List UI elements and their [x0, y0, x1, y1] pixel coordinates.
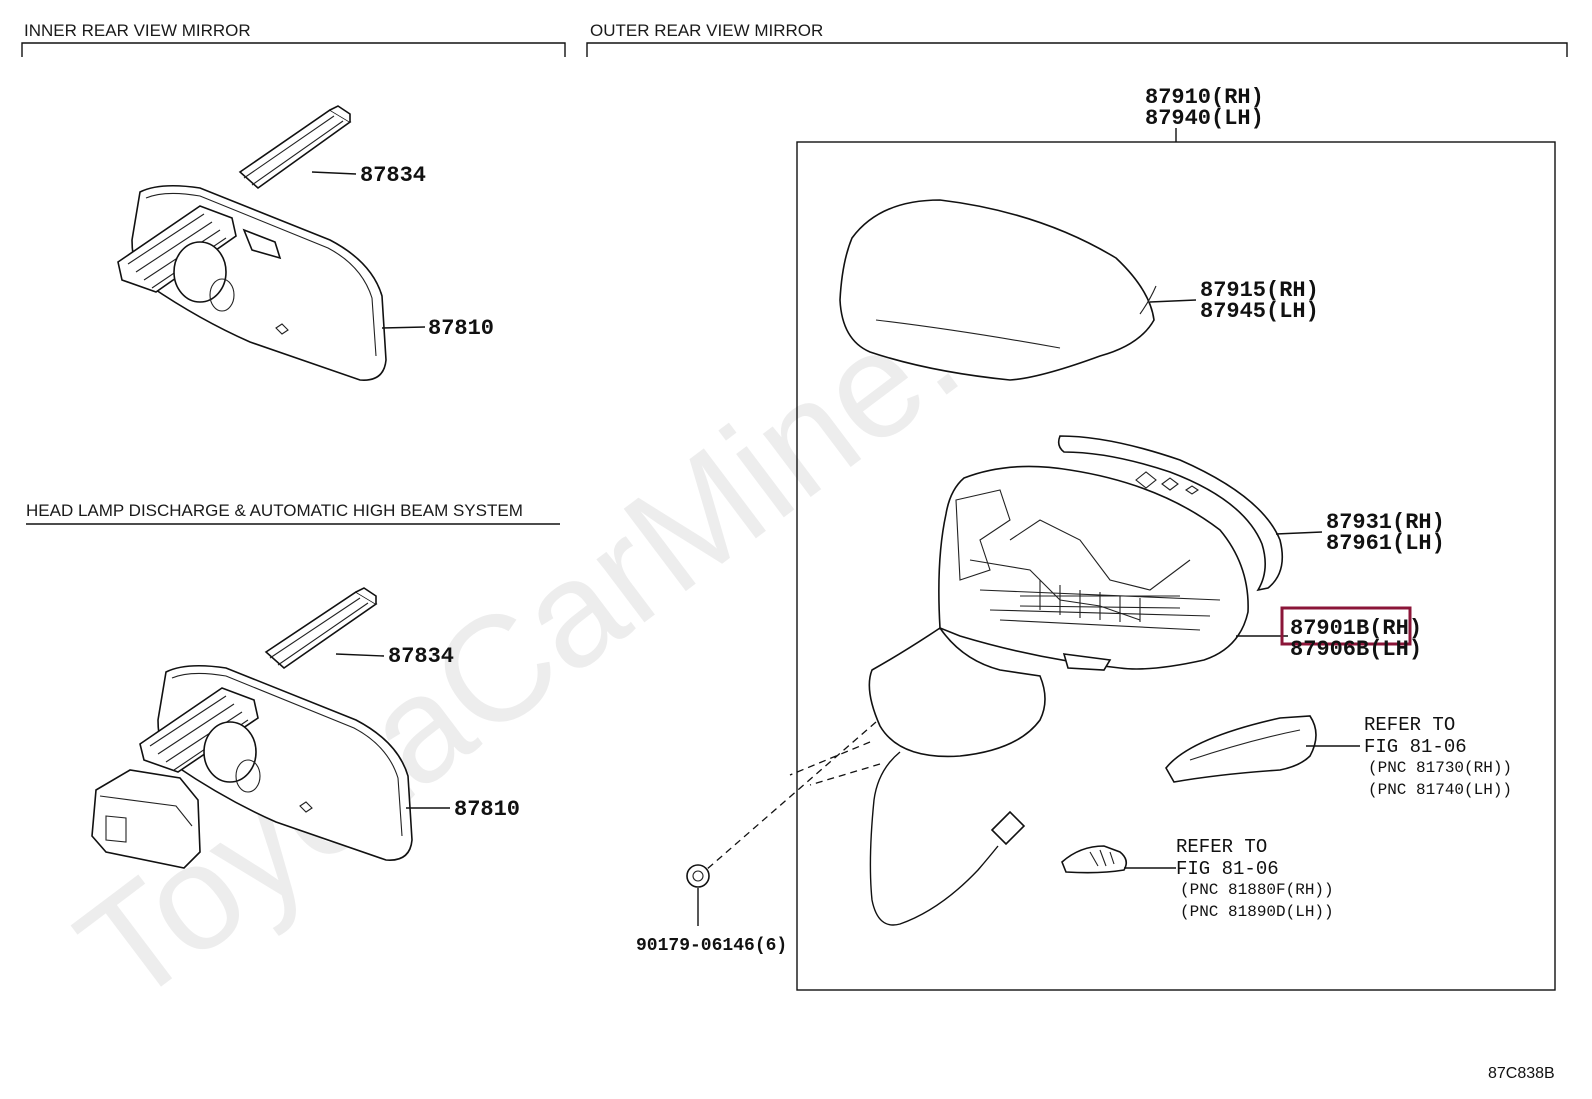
ref2-line2[interactable]: FIG 81-06: [1176, 858, 1279, 880]
ref1-line1: REFER TO: [1364, 714, 1455, 736]
ref2-line1: REFER TO: [1176, 836, 1267, 858]
ref1-line4: (PNC 81740(LH)): [1368, 781, 1512, 799]
headlamp-mirror-group: 87834 87810: [91, 587, 520, 869]
housing-lh-label[interactable]: 87906B(LH): [1290, 637, 1422, 662]
headlamp-cover-part[interactable]: [264, 587, 378, 670]
mirror-cap-part[interactable]: [839, 199, 1157, 381]
headlamp-section-title: HEAD LAMP DISCHARGE & AUTOMATIC HIGH BEA…: [26, 501, 523, 520]
headlamp-mirror-part[interactable]: [91, 664, 413, 869]
inner-mirror-label[interactable]: 87810: [428, 316, 494, 341]
figure-code: 87C838B: [1488, 1065, 1555, 1082]
cover-rh-label[interactable]: 87915(RH): [1200, 278, 1319, 303]
highlight-box[interactable]: [1280, 606, 1412, 646]
ref2-line4: (PNC 81890D(LH)): [1180, 903, 1334, 921]
wire-harness: [869, 751, 999, 926]
headlamp-mirror-label[interactable]: 87810: [454, 797, 520, 822]
upper-cover-part[interactable]: [1057, 435, 1284, 592]
assembly-rh-label[interactable]: 87910(RH): [1145, 85, 1264, 110]
inner-section-title: INNER REAR VIEW MIRROR: [24, 21, 251, 40]
cover-lh-label[interactable]: 87945(LH): [1200, 299, 1319, 324]
ref1-line2[interactable]: FIG 81-06: [1364, 736, 1467, 758]
assembly-lh-label[interactable]: 87940(LH): [1145, 106, 1264, 131]
outer-mirror-group: 87910(RH) 87940(LH) 87915(RH) 87945(LH) …: [636, 85, 1556, 991]
puddle-lamp-part[interactable]: [1061, 845, 1128, 874]
inner-mirror-part[interactable]: [117, 184, 387, 381]
inner-cover-label[interactable]: 87834: [360, 163, 426, 188]
assembly-frame: [796, 141, 1556, 991]
ref2-line3: (PNC 81880F(RH)): [1180, 881, 1334, 899]
outer-section-header: OUTER REAR VIEW MIRROR: [586, 21, 1568, 57]
inner-section-header: INNER REAR VIEW MIRROR: [21, 21, 566, 57]
wire-connector: [990, 810, 1026, 846]
turn-signal-part[interactable]: [1165, 715, 1317, 783]
headlamp-cover-label[interactable]: 87834: [388, 644, 454, 669]
mirror-housing-part[interactable]: [868, 465, 1249, 758]
clip-label[interactable]: 90179-06146(6): [636, 936, 787, 956]
ref1-line3: (PNC 81730(RH)): [1368, 759, 1512, 777]
inner-mirror-group: 87834 87810: [117, 105, 494, 381]
housing-rh-label[interactable]: 87901B(RH): [1290, 616, 1422, 641]
cover-sub-lh-label[interactable]: 87961(LH): [1326, 531, 1445, 556]
outer-section-title: OUTER REAR VIEW MIRROR: [590, 21, 823, 40]
headlamp-section-header: HEAD LAMP DISCHARGE & AUTOMATIC HIGH BEA…: [26, 501, 560, 525]
cover-sub-rh-label[interactable]: 87931(RH): [1326, 510, 1445, 535]
clip-part[interactable]: [686, 864, 710, 888]
inner-cover-part[interactable]: [238, 105, 352, 190]
